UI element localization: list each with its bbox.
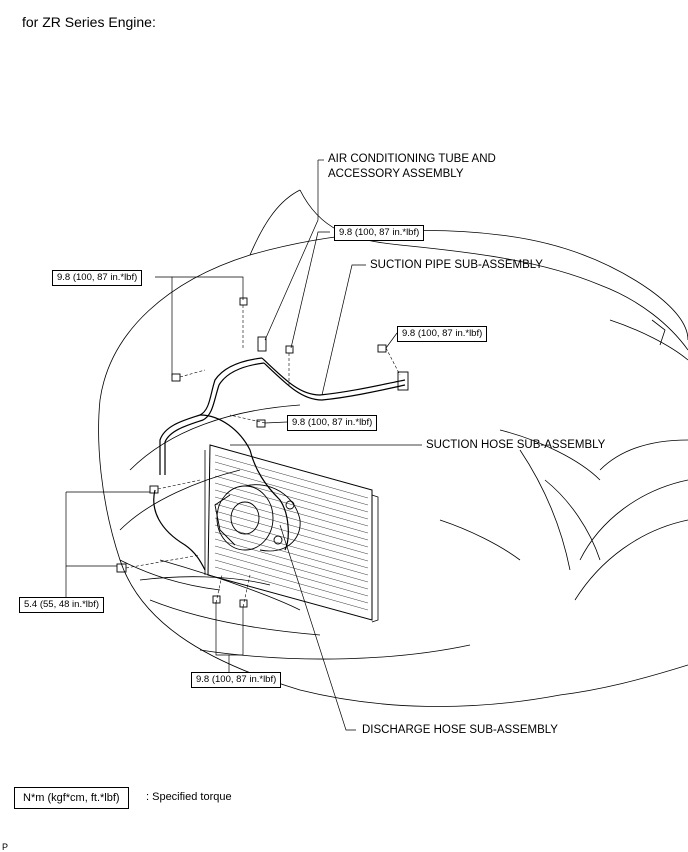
suction-pipe-label: SUCTION PIPE SUB-ASSEMBLY	[370, 259, 543, 271]
torque-unit-legend: N*m (kgf*cm, ft.*lbf)	[14, 787, 129, 809]
torque-callout: 9.8 (100, 87 in.*lbf)	[334, 225, 425, 241]
leader-lines	[65, 159, 422, 731]
legend-description: : Specified torque	[146, 791, 232, 803]
discharge-hose-label: DISCHARGE HOSE SUB-ASSEMBLY	[362, 724, 558, 736]
suction-hose-label: SUCTION HOSE SUB-ASSEMBLY	[426, 439, 606, 451]
refrigerant-lines	[153, 357, 406, 571]
torque-callout: 9.8 (100, 87 in.*lbf)	[52, 270, 143, 286]
torque-callout: 9.8 (100, 87 in.*lbf)	[397, 326, 488, 342]
ac-tube-label-line2: ACCESSORY ASSEMBLY	[328, 168, 464, 180]
torque-callout: 9.8 (100, 87 in.*lbf)	[191, 672, 282, 688]
torque-callout: 5.4 (55, 48 in.*lbf)	[19, 597, 104, 613]
page-code: P	[2, 842, 9, 852]
compressor	[214, 484, 301, 552]
page-title: for ZR Series Engine:	[22, 14, 156, 30]
bolts	[116, 297, 409, 608]
condenser	[204, 444, 379, 623]
ac-tube-label-line1: AIR CONDITIONING TUBE AND	[328, 153, 496, 165]
torque-callout: 9.8 (100, 87 in.*lbf)	[287, 415, 378, 431]
